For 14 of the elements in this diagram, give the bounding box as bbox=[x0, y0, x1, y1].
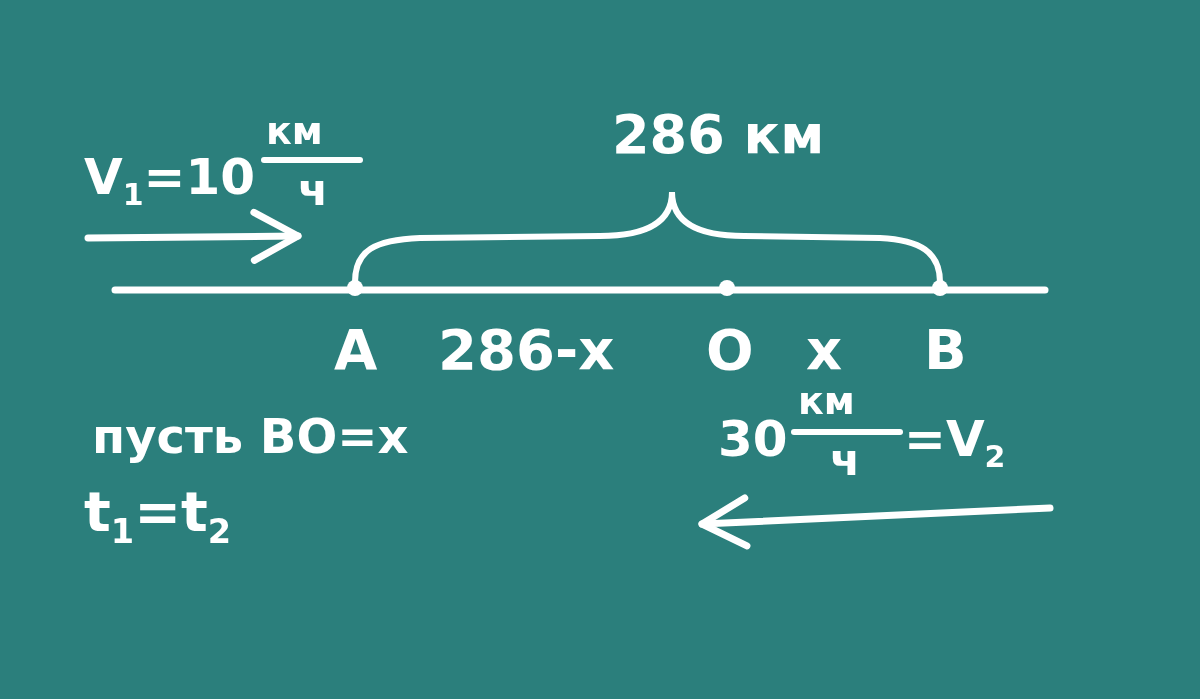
unit-denominator: ч bbox=[830, 438, 861, 482]
point-label: O bbox=[706, 322, 754, 378]
equation-text: t$_{1}$=t$_{2}$ bbox=[84, 484, 232, 549]
point-label: A bbox=[334, 322, 378, 378]
unit-numerator: км bbox=[266, 112, 323, 150]
velocity-label: =V$_{2}$ bbox=[904, 414, 1006, 472]
unit-numerator: км bbox=[798, 382, 855, 420]
point-label: B bbox=[924, 322, 967, 378]
segment-label: 286-x bbox=[438, 322, 615, 378]
segment-label: x bbox=[806, 322, 843, 378]
velocity-label: V$_{1}$=10 bbox=[84, 152, 256, 210]
dimension-label: 286 км bbox=[612, 108, 825, 162]
velocity-label: 30 bbox=[718, 414, 788, 464]
unit-denominator: ч bbox=[298, 168, 329, 212]
